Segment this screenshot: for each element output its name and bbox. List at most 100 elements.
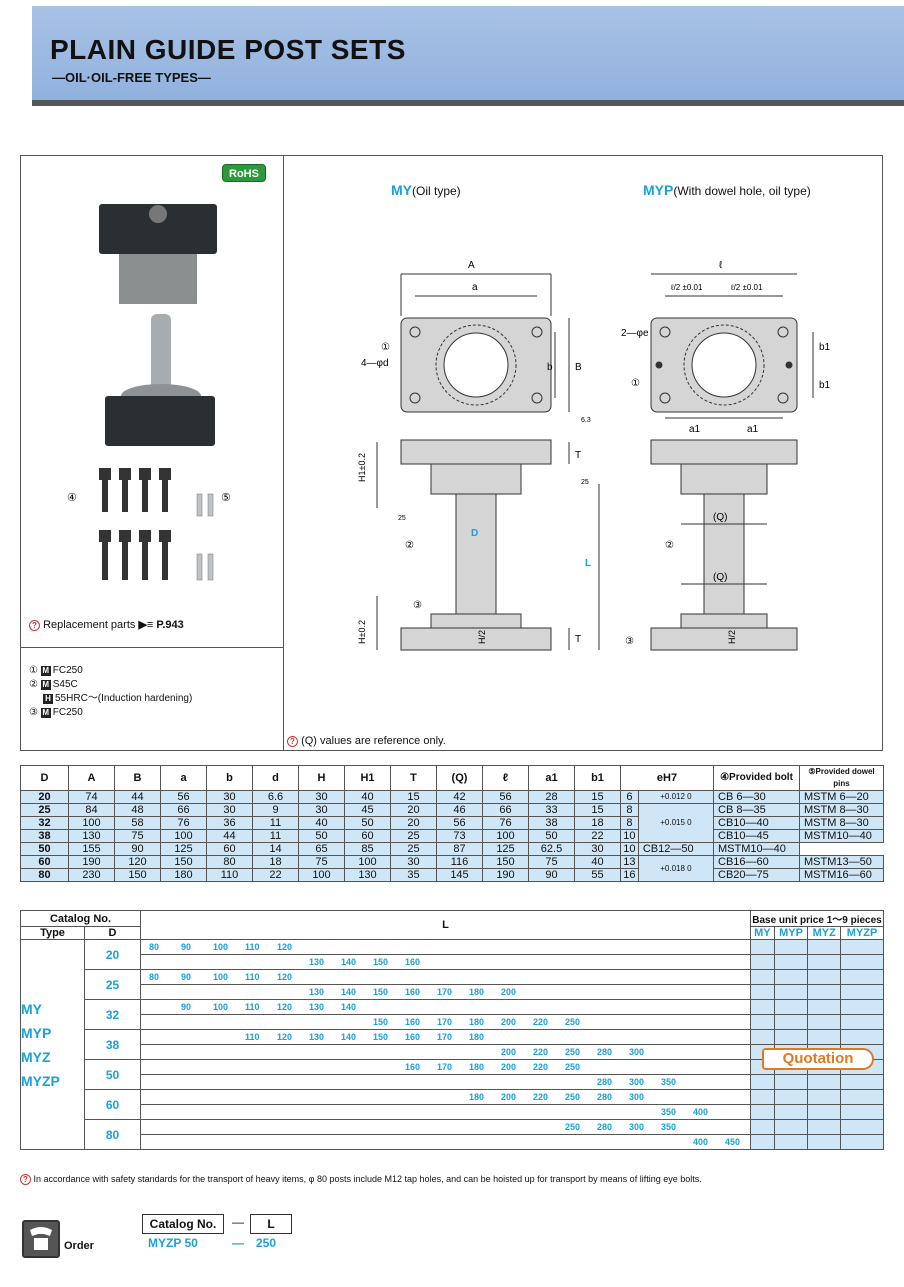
l-value: 250 — [565, 1062, 581, 1072]
l-value: 130 — [309, 957, 325, 967]
replacement-parts[interactable]: ? Replacement parts ▶≡ P.943 — [29, 618, 184, 631]
rohs-badge: RoHS — [222, 164, 266, 182]
svg-text:B: B — [575, 362, 582, 373]
l-value: 90 — [181, 972, 192, 982]
l-value: 110 — [245, 942, 260, 952]
l-value: 160 — [405, 957, 421, 967]
page-subtitle: —OIL·OIL-FREE TYPES— — [52, 70, 211, 85]
l-value: 160 — [405, 987, 421, 997]
l-value: 80 — [149, 972, 160, 982]
l-value: 200 — [501, 1047, 517, 1057]
bolt-group — [99, 468, 171, 580]
my-title: MY(Oil type) — [391, 182, 461, 198]
svg-text:6.3: 6.3 — [581, 417, 591, 424]
l-value: 110 — [245, 1032, 260, 1042]
l-value: 250 — [565, 1092, 581, 1102]
product-photo: ④ ⑤ — [67, 204, 231, 581]
myp-title: MYP(With dowel hole, oil type) — [643, 182, 811, 198]
l-value: 130 — [309, 987, 325, 997]
svg-text:ℓ/2 ±0.01: ℓ/2 ±0.01 — [670, 283, 703, 292]
technical-drawing: A a b B 4—φd ① ② ③ D L T T H1±0.2 H±0.2 … — [357, 260, 831, 651]
svg-text:25: 25 — [581, 479, 589, 486]
svg-text:D: D — [471, 528, 478, 539]
l-value: 150 — [373, 1032, 389, 1042]
l-value: 400 — [693, 1107, 709, 1117]
l-value: 280 — [597, 1077, 613, 1087]
svg-text:a1: a1 — [747, 424, 759, 435]
l-value: 300 — [629, 1077, 645, 1087]
l-value: 180 — [469, 1032, 485, 1042]
l-value: 160 — [405, 1032, 421, 1042]
l-value: 160 — [405, 1017, 421, 1027]
svg-text:③: ③ — [625, 636, 634, 647]
l-value: 180 — [469, 1092, 485, 1102]
svg-text:②: ② — [665, 540, 674, 551]
l-value: 450 — [725, 1137, 741, 1147]
l-value: 140 — [341, 987, 357, 997]
svg-text:b1: b1 — [819, 342, 831, 353]
l-value: 130 — [309, 1002, 325, 1012]
l-value: 120 — [277, 942, 293, 952]
l-value: 170 — [437, 1032, 453, 1042]
header-band — [32, 6, 904, 106]
svg-text:T: T — [575, 634, 581, 645]
svg-text:b: b — [547, 362, 553, 373]
l-value: 300 — [629, 1092, 645, 1102]
order-catalog-box: Catalog No. — [142, 1214, 224, 1234]
l-value: 170 — [437, 987, 453, 997]
l-value: 150 — [373, 957, 389, 967]
page-title: PLAIN GUIDE POST SETS — [50, 34, 406, 65]
l-value: 300 — [629, 1047, 645, 1057]
l-value: 350 — [661, 1122, 677, 1132]
quotation-badge[interactable]: Quotation — [762, 1048, 874, 1070]
svg-text:b1: b1 — [819, 380, 831, 391]
catalog-row: 130 140 150 160 170 180 200 — [21, 984, 884, 1000]
l-value: 200 — [501, 987, 517, 997]
l-value: 200 — [501, 1062, 517, 1072]
l-value: 150 — [373, 1017, 389, 1027]
svg-text:(Q): (Q) — [713, 512, 727, 523]
order-phone-icon — [22, 1220, 60, 1258]
l-value: 200 — [501, 1092, 517, 1102]
header-bar — [32, 100, 904, 106]
svg-text:ℓ: ℓ — [719, 260, 723, 271]
l-value: 80 — [149, 942, 160, 952]
product-frame: RoHS ④ ⑤ ? Replacement parts ▶≡ P.943 ① … — [20, 155, 883, 751]
info-icon: ? — [20, 1174, 31, 1186]
l-value: 250 — [565, 1122, 581, 1132]
part-label-5: ⑤ — [221, 492, 231, 504]
l-value: 180 — [469, 987, 485, 997]
l-value: 160 — [405, 1062, 421, 1072]
info-icon: ? — [287, 735, 298, 747]
svg-text:4—φd: 4—φd — [361, 358, 389, 369]
svg-text:②: ② — [405, 540, 414, 551]
l-value: 100 — [213, 942, 229, 952]
svg-text:H/2: H/2 — [477, 630, 487, 644]
l-value: 170 — [437, 1062, 453, 1072]
svg-text:(Q): (Q) — [713, 572, 727, 583]
q-note: ? (Q) values are reference only. — [287, 735, 446, 747]
l-value: 110 — [245, 972, 260, 982]
l-value: 150 — [373, 987, 389, 997]
info-icon: ? — [29, 619, 40, 631]
order-example-dash: — — [232, 1236, 244, 1250]
svg-text:①: ① — [381, 342, 390, 353]
l-value: 100 — [213, 1002, 229, 1012]
order-label: Order — [64, 1240, 94, 1252]
l-value: 110 — [245, 1002, 260, 1012]
catalog-table: Catalog No. L Base unit price 1～9 pieces… — [20, 910, 884, 1150]
